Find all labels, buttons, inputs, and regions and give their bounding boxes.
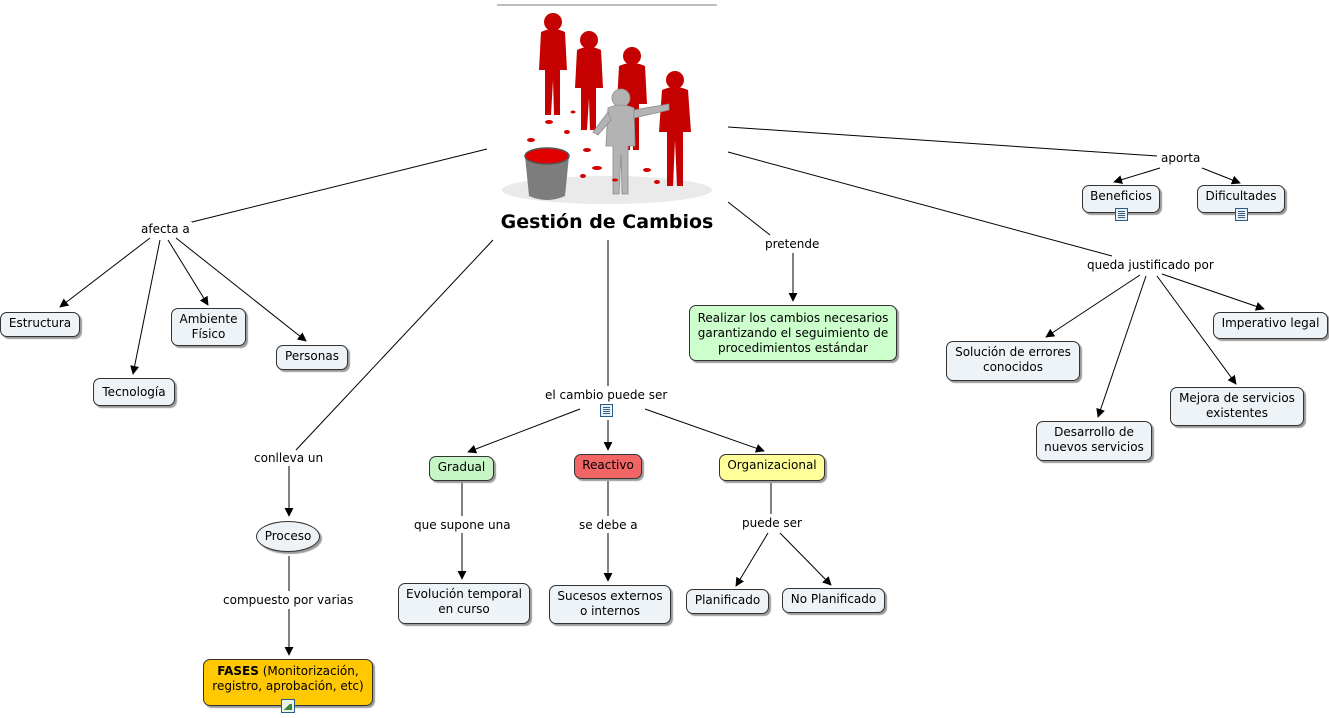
people-painting-image — [497, 4, 717, 204]
link-label-pretende: pretende — [763, 237, 822, 251]
node-realizar-line3: procedimientos estándar — [718, 341, 868, 355]
node-gradual[interactable]: Gradual — [429, 456, 494, 481]
node-realizar-line2: garantizando el seguimiento de — [697, 326, 889, 340]
link-label-puede-ser: puede ser — [740, 516, 804, 530]
node-organizacional[interactable]: Organizacional — [719, 454, 825, 481]
node-realizar-cambios[interactable]: Realizar los cambios necesarios garantiz… — [689, 305, 897, 361]
node-realizar-line1: Realizar los cambios necesarios — [697, 311, 889, 325]
node-evolucion-line1: Evolución temporal — [405, 587, 522, 601]
node-solucion-line1: Solución de errores — [955, 345, 1071, 359]
node-fases-rest1: (Monitorización, — [258, 664, 359, 678]
link-label-que-supone-una: que supone una — [412, 518, 513, 532]
node-estructura[interactable]: Estructura — [0, 312, 80, 337]
node-fases-line1: FASES (Monitorización, — [210, 664, 366, 679]
node-proceso[interactable]: Proceso — [256, 521, 320, 552]
node-desarrollo-line2: nuevos servicios — [1044, 440, 1144, 454]
node-sucesos-line2: o internos — [579, 604, 641, 618]
node-evolucion-line2: en curso — [438, 602, 490, 616]
node-desarrollo-servicios[interactable]: Desarrollo de nuevos servicios — [1036, 421, 1152, 461]
link-label-afecta-a: afecta a — [139, 222, 192, 236]
link-label-queda-justificado-por: queda justificado por — [1085, 258, 1216, 272]
node-desarrollo-line1: Desarrollo de — [1054, 425, 1134, 439]
node-ambiente-line2: Físico — [191, 327, 226, 341]
node-fases-line2: registro, aprobación, etc) — [212, 679, 364, 693]
document-icon[interactable] — [1235, 208, 1248, 221]
node-mejora-line1: Mejora de servicios — [1179, 391, 1295, 405]
link-label-conlleva-un: conlleva un — [252, 451, 326, 465]
node-sucesos[interactable]: Sucesos externos o internos — [549, 585, 671, 624]
node-planificado[interactable]: Planificado — [686, 589, 769, 614]
node-solucion-errores[interactable]: Solución de errores conocidos — [946, 341, 1080, 381]
node-ambiente-line1: Ambiente — [179, 312, 238, 326]
node-tecnologia[interactable]: Tecnología — [93, 378, 175, 406]
node-fases[interactable]: FASES (Monitorización, registro, aprobac… — [203, 659, 373, 706]
node-fases-bold: FASES — [217, 664, 259, 678]
link-label-se-debe-a: se debe a — [577, 518, 640, 532]
node-reactivo[interactable]: Reactivo — [574, 454, 642, 479]
node-ambiente-fisico[interactable]: Ambiente Físico — [171, 308, 246, 346]
node-mejora-line2: existentes — [1206, 406, 1268, 420]
link-label-el-cambio-puede-ser: el cambio puede ser — [543, 388, 670, 402]
link-label-compuesto-por-varias: compuesto por varias — [221, 593, 356, 607]
document-icon[interactable] — [600, 404, 613, 417]
node-no-planificado[interactable]: No Planificado — [782, 588, 885, 613]
node-solucion-line2: conocidos — [982, 360, 1044, 374]
node-evolucion-temporal[interactable]: Evolución temporal en curso — [398, 583, 530, 624]
link-label-aporta: aporta — [1159, 151, 1203, 165]
node-sucesos-line1: Sucesos externos — [557, 589, 663, 603]
node-mejora-servicios[interactable]: Mejora de servicios existentes — [1170, 387, 1304, 426]
document-icon[interactable] — [1115, 208, 1128, 221]
node-imperativo-legal[interactable]: Imperativo legal — [1213, 312, 1328, 339]
node-dificultades[interactable]: Dificultades — [1197, 185, 1285, 213]
image-icon[interactable] — [281, 699, 295, 713]
central-concept-title[interactable]: Gestión de Cambios — [500, 211, 714, 233]
node-personas[interactable]: Personas — [276, 345, 348, 370]
